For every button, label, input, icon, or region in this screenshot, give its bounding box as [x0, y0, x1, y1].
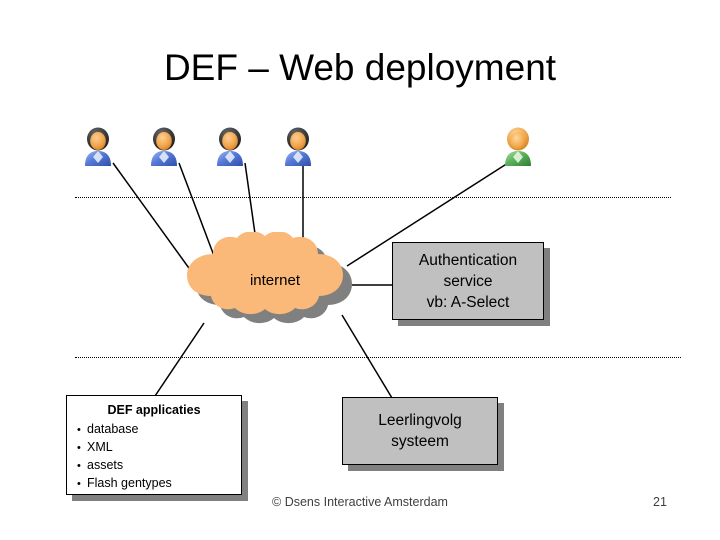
bullet-glyph: •: [77, 478, 81, 490]
zone-line-lower: [75, 357, 681, 358]
user-icon-1: [78, 126, 118, 170]
leerlingvolg-line-2: systeem: [391, 433, 449, 450]
cloud-label: internet: [249, 272, 301, 289]
list-item: • XML: [77, 439, 241, 457]
def-applicaties-list: • database • XML • assets • Flash gentypes: [67, 421, 241, 493]
leerlingvolg-line-1: Leerlingvolg: [378, 412, 462, 429]
def-applicaties-heading: DEF applicaties: [107, 403, 201, 417]
footer-copyright: © Dsens Interactive Amsterdam: [272, 495, 448, 509]
zone-line-upper: [75, 197, 671, 198]
list-item-label: XML: [87, 440, 113, 454]
bullet-glyph: •: [77, 424, 81, 436]
list-item-label: Flash gentypes: [87, 476, 172, 490]
list-item: • assets: [77, 457, 241, 475]
footer-page-number: 21: [653, 495, 667, 509]
list-item-label: assets: [87, 458, 124, 472]
user-icon-3: [210, 126, 250, 170]
user-icon-2: [144, 126, 184, 170]
authentication-line-2: service: [443, 272, 493, 290]
internet-cloud: internet: [175, 232, 390, 338]
authentication-service-box[interactable]: Authentication service vb: A-Select: [392, 242, 544, 320]
def-applicaties-box[interactable]: DEF applicaties • database • XML • assets •…: [66, 395, 242, 495]
bullet-glyph: •: [77, 442, 81, 454]
user-icon-4: [278, 126, 318, 170]
bullet-glyph: •: [77, 460, 81, 472]
list-item-label: database: [87, 422, 139, 436]
user-icon-5-green: [498, 126, 538, 170]
leerlingvolg-systeem-box[interactable]: Leerlingvolg systeem: [342, 397, 498, 465]
list-item: • database: [77, 421, 241, 439]
authentication-line-3: vb: A-Select: [426, 293, 510, 311]
page-title: DEF – Web deployment: [163, 47, 557, 88]
list-item: • Flash gentypes: [77, 475, 241, 493]
authentication-line-1: Authentication: [418, 251, 518, 269]
